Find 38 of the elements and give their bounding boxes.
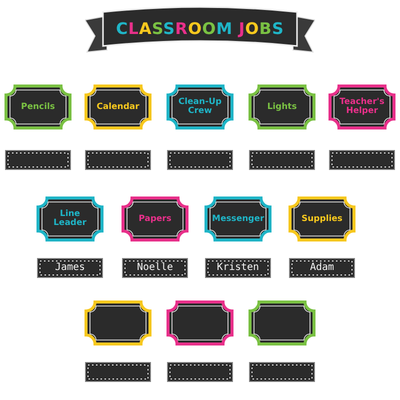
job-label: Lights (267, 102, 297, 112)
job-label: Clean-Up Crew (177, 98, 223, 116)
chalkboard-frame (121, 196, 189, 242)
job-label: Calendar (96, 102, 140, 112)
job-label: Papers (138, 214, 172, 224)
name-plate (85, 150, 151, 170)
name-plate (85, 362, 151, 382)
name-plate (249, 150, 315, 170)
title-text: CLASSROOM JOBS (114, 18, 286, 40)
name-plate (5, 150, 71, 170)
job-label: Teacher's Helper (338, 98, 386, 116)
name-plate (249, 362, 315, 382)
chalkboard-frame (84, 300, 152, 346)
job-label: Pencils (21, 102, 55, 112)
chalkboard-frame (166, 300, 234, 346)
name-label: James (54, 262, 86, 274)
name-plate (289, 258, 355, 278)
name-label: Adam (310, 262, 334, 274)
chalkboard-frame (204, 196, 272, 242)
name-plate (205, 258, 271, 278)
job-label: Supplies (302, 214, 342, 224)
chalkboard-frame (4, 84, 72, 130)
name-plate (167, 150, 233, 170)
name-plate (329, 150, 395, 170)
chalkboard-frame (288, 196, 356, 242)
name-plate (167, 362, 233, 382)
chalkboard-frame (328, 84, 396, 130)
name-plate (37, 258, 103, 278)
job-label: Line Leader (52, 210, 88, 228)
name-plate (122, 258, 188, 278)
chalkboard-frame (166, 84, 234, 130)
name-label: Kristen (216, 262, 260, 274)
job-label: Messenger (212, 214, 264, 224)
chalkboard-frame (248, 300, 316, 346)
chalkboard-frame (248, 84, 316, 130)
chalkboard-frame (36, 196, 104, 242)
chalkboard-frame (84, 84, 152, 130)
name-label: Noelle (136, 262, 174, 274)
